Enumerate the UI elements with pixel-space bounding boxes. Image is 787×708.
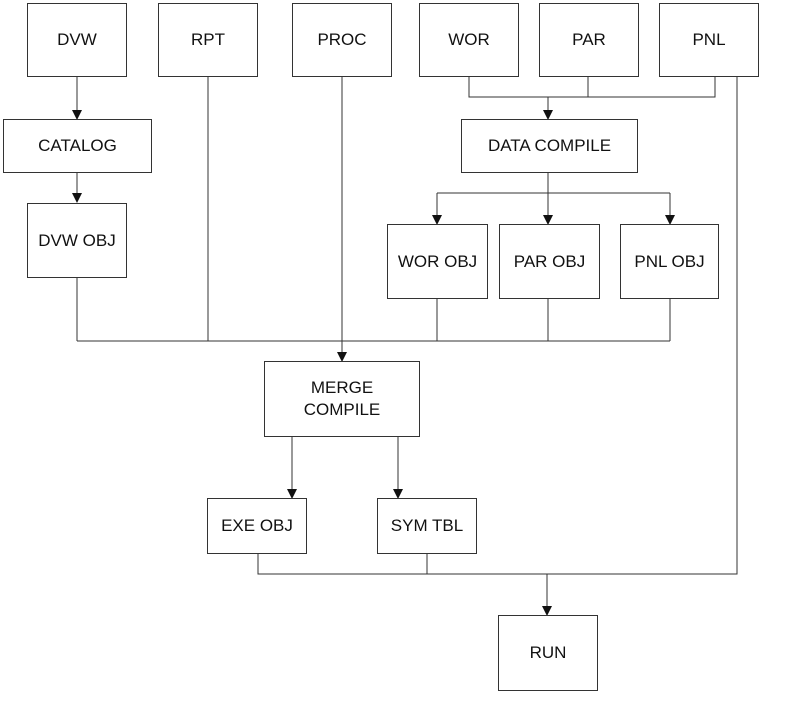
- node-catalog: CATALOG: [3, 119, 152, 173]
- node-dvw-obj: DVW OBJ: [27, 203, 127, 278]
- node-exe-obj: EXE OBJ: [207, 498, 307, 554]
- line-pnl-to-run: [427, 76, 738, 575]
- node-wor: WOR: [419, 3, 519, 77]
- node-pnl: PNL: [659, 3, 759, 77]
- line-exe-sym-join: [257, 553, 428, 575]
- node-rpt: RPT: [158, 3, 258, 77]
- node-par-obj: PAR OBJ: [499, 224, 600, 299]
- node-proc: PROC: [292, 3, 392, 77]
- node-data-compile: DATA COMPILE: [461, 119, 638, 173]
- node-pnl-obj: PNL OBJ: [620, 224, 719, 299]
- line-wor-par-pnl-join: [468, 76, 716, 98]
- node-par: PAR: [539, 3, 639, 77]
- node-wor-obj: WOR OBJ: [387, 224, 488, 299]
- node-sym-tbl: SYM TBL: [377, 498, 477, 554]
- node-run: RUN: [498, 615, 598, 691]
- node-dvw: DVW: [27, 3, 127, 77]
- node-merge-compile: MERGE COMPILE: [264, 361, 420, 437]
